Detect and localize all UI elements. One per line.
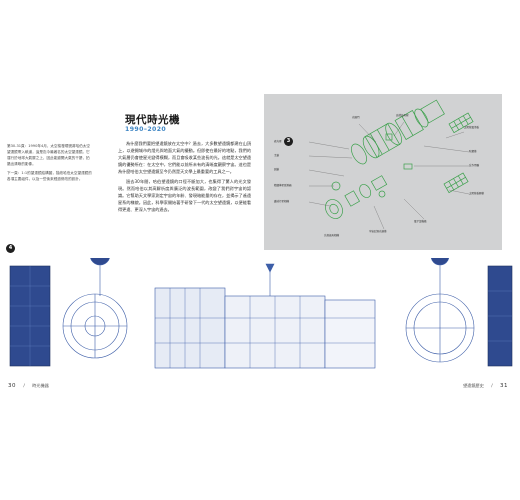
- figure-marker: 4: [6, 244, 15, 253]
- diagram-label: 主鏡: [274, 154, 280, 157]
- diagram-label: 反作用輪: [469, 164, 480, 167]
- solar-array-lower: [443, 172, 469, 194]
- diagram-label: 電子設備艙: [414, 220, 427, 223]
- body-paragraph: 過去30年間，哈伯望遠鏡的口徑不斷加大，也集得了驚人的光文發現。然而哈伯以其高解…: [118, 179, 251, 213]
- caption-paragraph: 下一頁：1:1的望遠鏡結構圖，描繪哈伯太空望遠鏡的各項主要組件，以及一些後來經過…: [7, 171, 92, 182]
- page-number-left: 30: [8, 383, 16, 389]
- solar-array-upper: [448, 112, 474, 134]
- figure-marker: 3: [284, 137, 293, 146]
- section-right: 望遠鏡歷史: [462, 383, 484, 388]
- diagram-label: 精細導星感測器: [274, 184, 292, 187]
- diagram-label: 遮光罩: [274, 140, 282, 143]
- chapter-title: 現代時光機: [125, 114, 180, 126]
- caption-paragraph: 第30-31頁：1990年4月，太空梭發現號將哈伯太空望遠鏡帶入軌道，這是迄今最…: [7, 144, 90, 167]
- body-text: 為什麼我們要把望遠鏡放在太空中？過去，大多數望遠鏡都建在山頂上，以避開城市的燈光…: [118, 140, 251, 216]
- page-number-right: 31: [500, 383, 508, 389]
- blueprint-illustration: [9, 258, 513, 369]
- exploded-diagram: [308, 99, 474, 230]
- body-paragraph: 為什麼我們要把望遠鏡放在太空中？過去，大多數望遠鏡都建在山頂上，以避開城市的燈光…: [118, 141, 251, 175]
- diagram-label: 副鏡: [274, 168, 280, 171]
- diagram-label: 光圈門: [352, 116, 360, 119]
- chapter-years: 1990–2020: [125, 126, 167, 133]
- footer-left: 30 / 時光機器: [8, 383, 49, 389]
- diagram-label: 陀螺儀: [469, 150, 477, 153]
- solar-panel-left: [9, 265, 51, 367]
- diagram-label: 廣域行星相機: [274, 200, 290, 203]
- section-left: 時光機器: [32, 383, 49, 388]
- diagram-label: 太陽能板驅動: [469, 192, 485, 195]
- diagram-label: 先進巡天相機: [324, 234, 340, 237]
- footer-right: 望遠鏡歷史 / 31: [462, 383, 508, 389]
- diagram-label: 宇宙起源光譜儀: [369, 230, 387, 233]
- diagram-label: 高增益天線: [396, 114, 409, 117]
- diagram-label: 太陽能電池板: [464, 126, 480, 129]
- exploded-diagram-panel: 遮光罩 主鏡 副鏡 精細導星感測器 廣域行星相機 光圈門 高增益天線 太陽能電池…: [264, 94, 502, 250]
- side-caption: 第30-31頁：1990年4月，太空梭發現號將哈伯太空望遠鏡帶入軌道，這是迄今最…: [7, 143, 93, 186]
